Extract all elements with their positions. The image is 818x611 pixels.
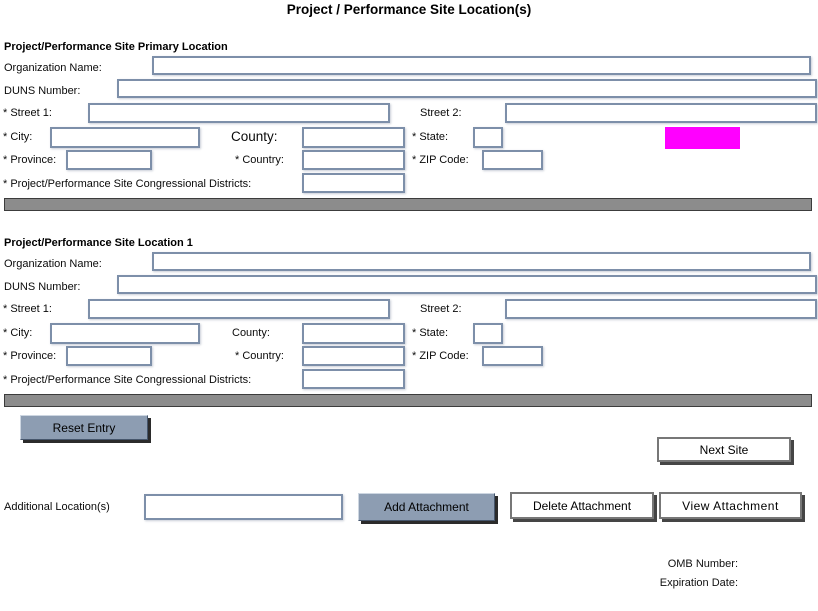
s1-state-label: * State: [412,131,449,143]
s2-city-input[interactable] [50,323,200,344]
section-divider-bar [4,198,812,211]
additional-locations-label: Additional Location(s) [4,501,110,513]
section-1-heading: Project/Performance Site Primary Locatio… [4,41,228,53]
s2-city-label: * City: [3,327,33,339]
s2-province-input[interactable] [66,346,152,366]
s1-zip-code-label: * ZIP Code: [412,154,469,166]
next-site-button[interactable]: Next Site [657,437,791,462]
s1-province-label: * Province: [3,154,57,166]
s2-duns-number-label: DUNS Number: [4,281,81,293]
s2-organization-name-input[interactable] [152,252,811,271]
s2-country-label: * Country: [235,350,284,362]
s2-congressional-districts-input[interactable] [302,369,405,389]
s1-city-input[interactable] [50,127,200,148]
s1-country-input[interactable] [302,150,405,170]
s1-country-label: * Country: [235,154,284,166]
s2-street2-label: Street 2: [420,303,462,315]
delete-attachment-button[interactable]: Delete Attachment [510,492,654,519]
omb-number-label: OMB Number: [667,558,738,570]
magenta-highlight [665,127,740,149]
s1-street1-label: * Street 1: [3,107,52,119]
s2-street2-input[interactable] [505,299,817,319]
s2-street1-label: * Street 1: [3,303,52,315]
s2-country-input[interactable] [302,346,405,366]
attachment-filename-input[interactable] [144,494,343,520]
s1-county-input[interactable] [302,127,405,148]
s1-street2-input[interactable] [505,103,817,123]
s1-duns-number-input[interactable] [117,79,817,98]
view-attachment-button[interactable]: View Attachment [659,492,802,519]
s2-state-label: * State: [412,327,449,339]
reset-entry-button[interactable]: Reset Entry [20,415,148,440]
s2-congressional-districts-label: * Project/Performance Site Congressional… [3,374,252,386]
s1-state-input[interactable] [473,127,503,148]
s2-county-input[interactable] [302,323,405,344]
s1-city-label: * City: [3,131,33,143]
expiration-date-label: Expiration Date: [659,577,738,589]
s1-organization-name-input[interactable] [152,56,811,75]
s1-duns-number-label: DUNS Number: [4,85,81,97]
s2-zip-code-input[interactable] [482,346,543,366]
s1-county-label: County: [231,129,278,144]
s1-organization-name-label: Organization Name: [4,62,102,74]
s1-province-input[interactable] [66,150,152,170]
footer: OMB Number: Expiration Date: [660,555,738,593]
s2-duns-number-input[interactable] [117,275,817,294]
s2-province-label: * Province: [3,350,57,362]
s2-organization-name-label: Organization Name: [4,258,102,270]
s1-zip-code-input[interactable] [482,150,543,170]
s2-street1-input[interactable] [88,299,390,319]
section-divider-bar [4,394,812,407]
s2-county-label: County: [232,327,270,339]
s1-congressional-districts-label: * Project/Performance Site Congressional… [3,178,252,190]
s2-state-input[interactable] [473,323,503,344]
add-attachment-button[interactable]: Add Attachment [358,493,495,521]
section-2-heading: Project/Performance Site Location 1 [4,237,193,249]
s1-street2-label: Street 2: [420,107,462,119]
s1-congressional-districts-input[interactable] [302,173,405,193]
s1-street1-input[interactable] [88,103,390,123]
page-title: Project / Performance Site Location(s) [286,2,532,17]
s2-zip-code-label: * ZIP Code: [412,350,469,362]
